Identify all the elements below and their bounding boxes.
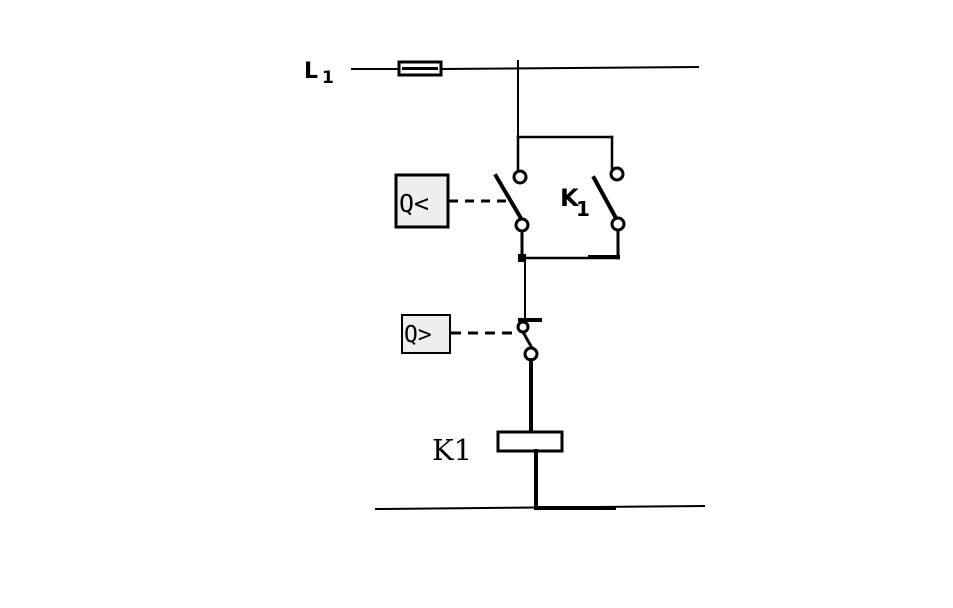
low-level-sensor-box [394, 173, 450, 229]
line-label-sub: 1 [322, 68, 334, 88]
k1-contact-blade [591, 175, 620, 223]
start-contact-top-terminal [512, 169, 528, 185]
high-level-sensor-box [401, 314, 451, 354]
k1-coil-label: K1 [432, 433, 472, 467]
line-label-main: L [304, 59, 318, 84]
k1-contact-label-main: K [560, 184, 580, 212]
k1-contact-label: K 1 [560, 184, 590, 221]
line-label-l1: L 1 [304, 59, 334, 88]
supply-wire-right [439, 65, 700, 71]
low-level-sensor-symbol: Q< [399, 189, 429, 218]
start-contact-blade [493, 173, 525, 223]
k1-contact-label-sub: 1 [576, 197, 590, 221]
stop-contact-blade [520, 329, 535, 351]
k1-coil [496, 430, 564, 453]
high-level-sensor-symbol: Q> [404, 322, 432, 348]
junction-dot [518, 254, 526, 262]
k1-contact-top-terminal [609, 166, 625, 182]
start-contact-bottom-terminal [514, 217, 530, 233]
k1-contact-bottom-terminal [610, 216, 626, 232]
